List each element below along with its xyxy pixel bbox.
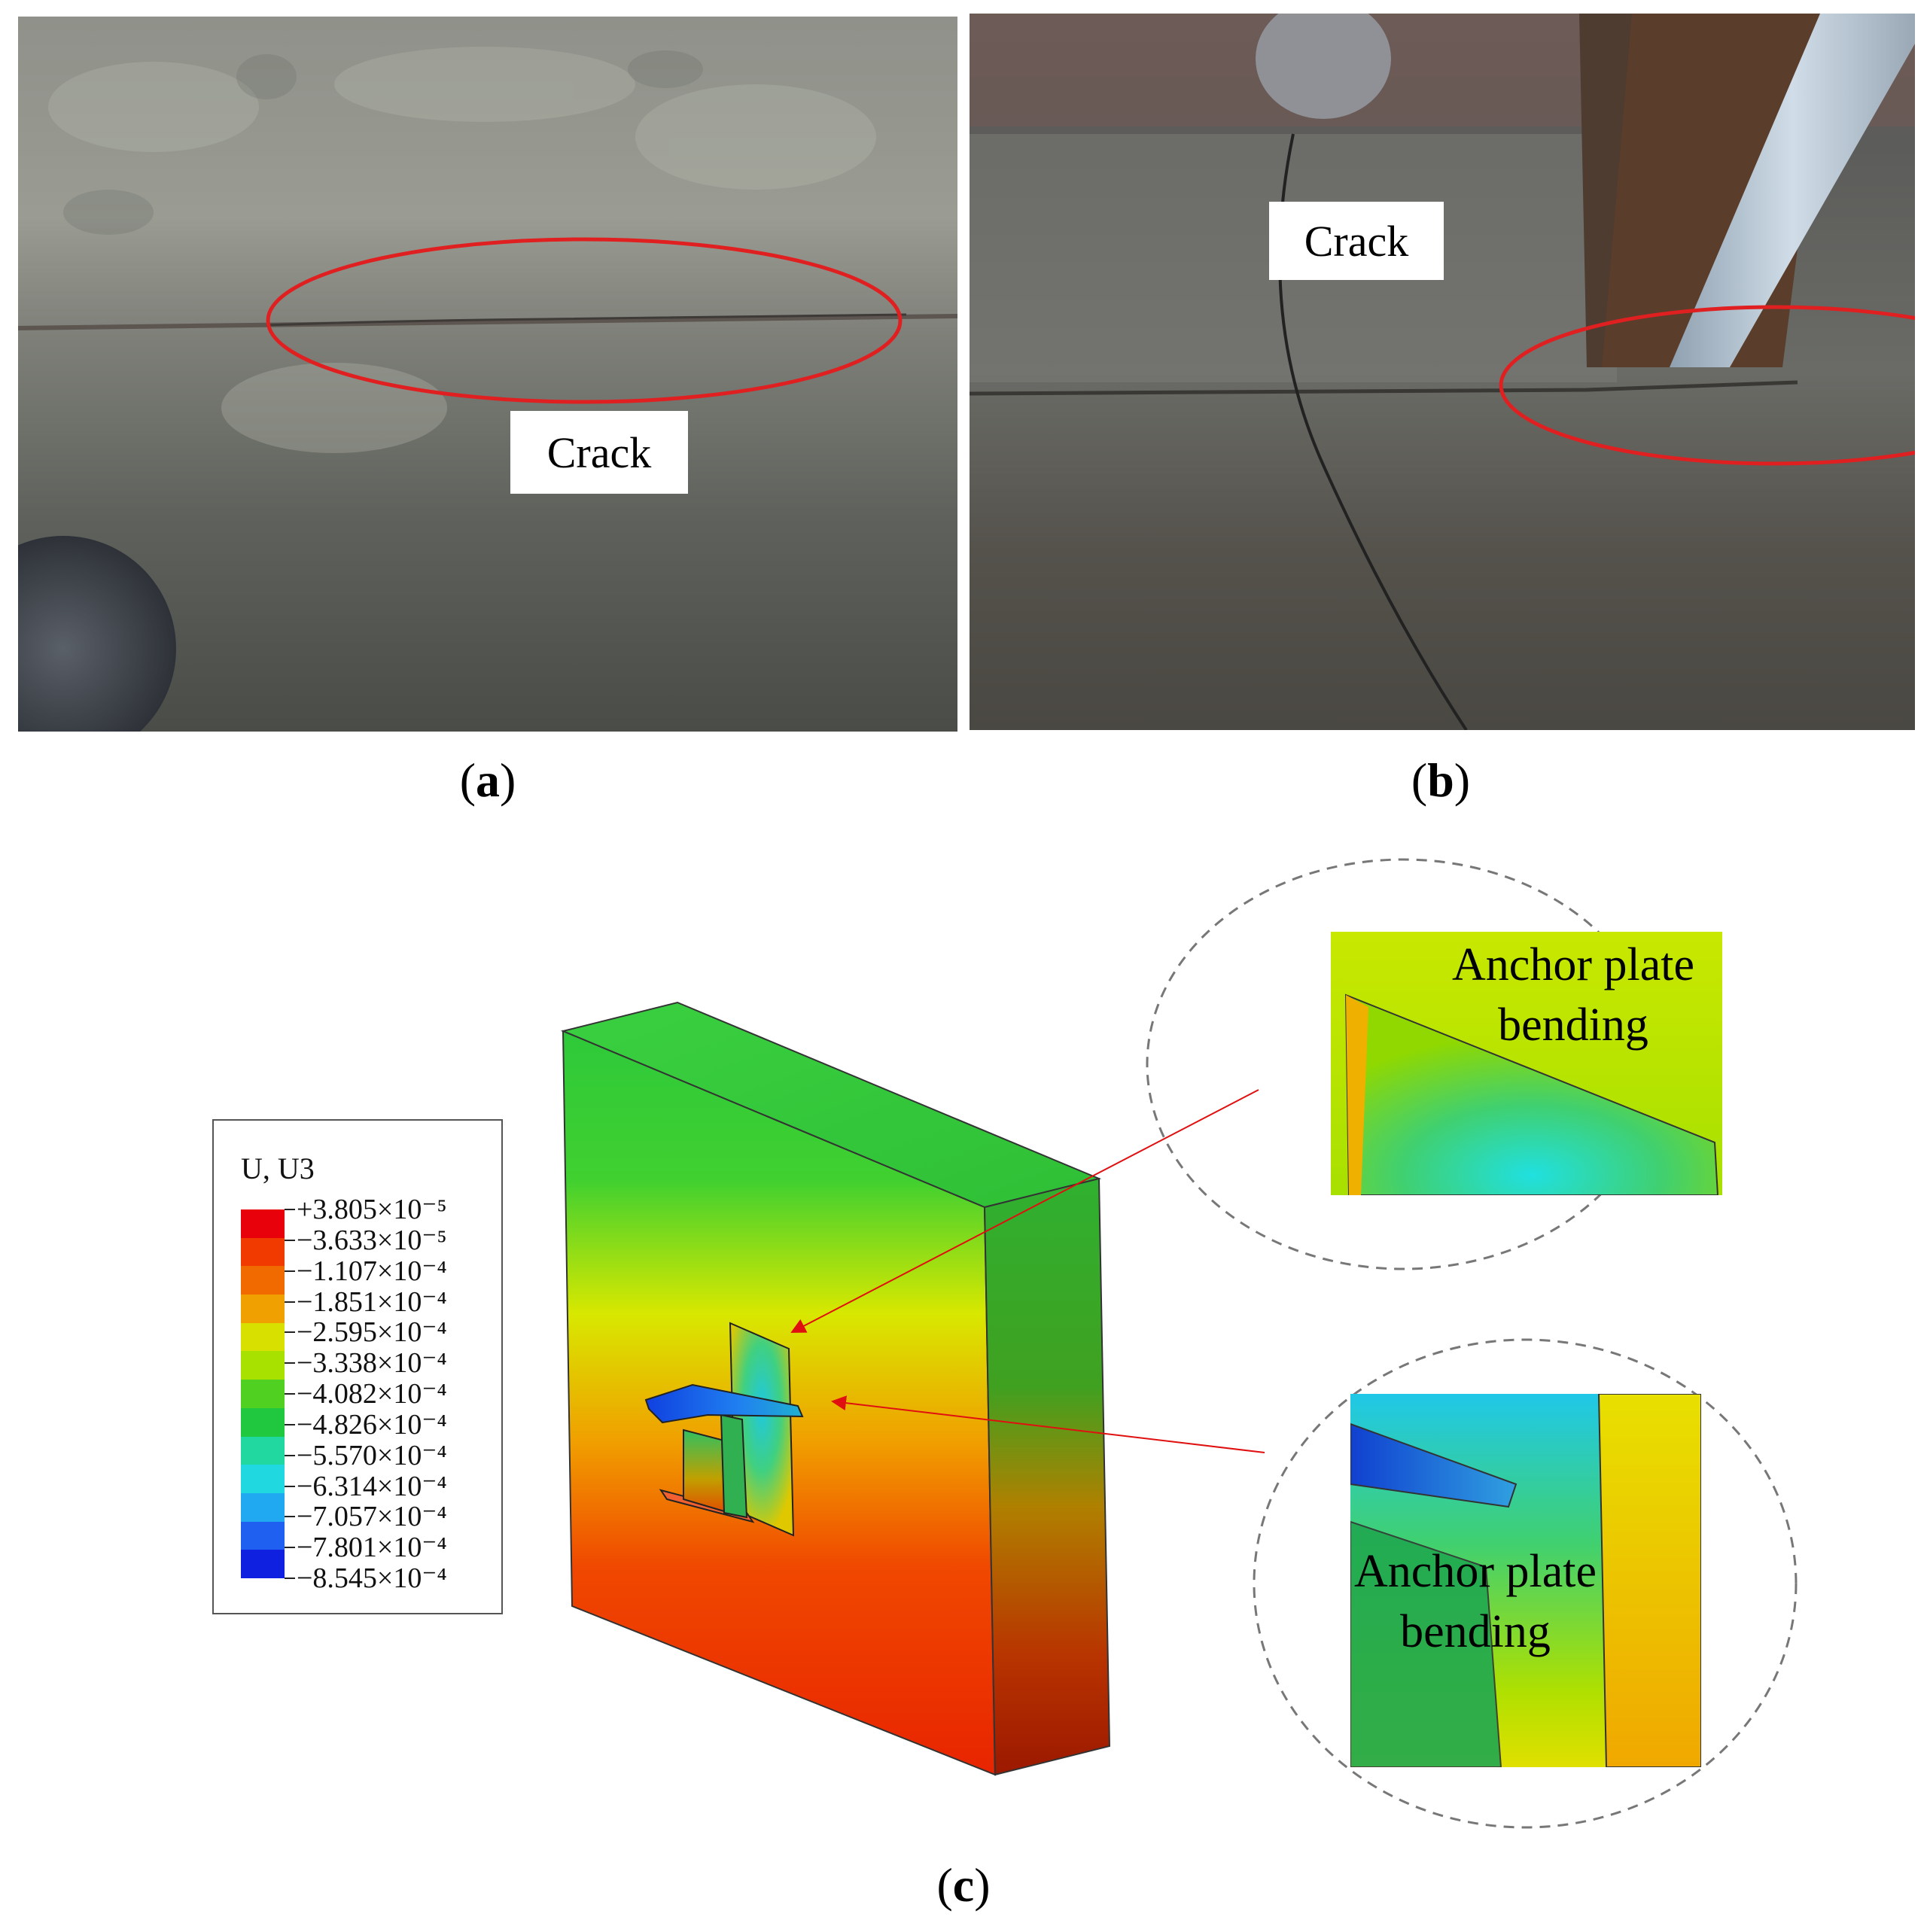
crack-highlight-ellipse-a [266,237,903,404]
legend-color-segment [241,1209,285,1239]
zoom-bottom-label: Anchor plate bending [1332,1541,1618,1662]
legend-value-label: −4.082×10⁻⁴ [297,1378,447,1410]
legend-value-label: +3.805×10⁻⁵ [297,1194,447,1225]
legend-tick [285,1362,295,1365]
legend-color-segment [241,1407,285,1438]
legend-tick [285,1301,295,1303]
legend-color-segment [241,1465,285,1494]
zoom-top-label: Anchor plate bending [1430,935,1716,1055]
legend-value-label: −4.826×10⁻⁴ [297,1408,447,1441]
caption-a: (a) [459,753,516,807]
displacement-legend: U, U3 +3.805×10⁻⁵−3.633×10⁻⁵−1.107×10⁻⁴−… [212,1119,503,1614]
legend-value-label: −1.851×10⁻⁴ [297,1285,447,1318]
photo-panel-b [970,14,1915,730]
legend-color-segment [241,1492,285,1523]
legend-tick [285,1239,295,1241]
crack-label-a: Crack [510,411,688,494]
zoom-bottom-label-line2: bending [1400,1606,1551,1657]
legend-value-label: −7.801×10⁻⁴ [297,1532,447,1564]
zoom-bottom-label-line1: Anchor plate [1354,1546,1597,1597]
photo-panel-a [18,17,957,732]
zoom-bottom-anchor-plate [1350,1394,1701,1767]
legend-color-bar [241,1209,285,1579]
caption-c: (c) [936,1858,991,1912]
legend-tick [285,1578,295,1579]
legend-value-label: −3.633×10⁻⁵ [297,1224,447,1256]
concrete-surface-a [18,17,957,732]
legend-color-segment [241,1550,285,1579]
legend-tick [285,1485,295,1487]
concrete-surface-b [970,14,1915,730]
legend-value-label: −2.595×10⁻⁴ [297,1316,447,1349]
legend-value-label: −1.107×10⁻⁴ [297,1255,447,1287]
legend-value-label: −7.057×10⁻⁴ [297,1501,447,1533]
legend-value-label: −5.570×10⁻⁴ [297,1439,447,1471]
legend-tick [285,1331,295,1334]
zoom-top-anchor-plate [1331,932,1722,1195]
legend-tick [285,1270,295,1272]
legend-value-label: −8.545×10⁻⁴ [297,1562,447,1594]
legend-tick [285,1547,295,1549]
legend-tick [285,1393,295,1395]
legend-color-segment [241,1351,285,1380]
zoom-top-label-line1: Anchor plate [1452,939,1694,990]
legend-tick [285,1423,295,1425]
legend-color-segment [241,1295,285,1324]
legend-color-segment [241,1436,285,1465]
legend-tick [285,1454,295,1456]
legend-color-segment [241,1266,285,1295]
legend-color-segment [241,1237,285,1267]
legend-value-label: −3.338×10⁻⁴ [297,1347,447,1380]
fe-wall-model [560,1001,1111,1776]
zoom-top-label-line2: bending [1498,999,1648,1051]
crack-highlight-ellipse-b [1499,305,1915,466]
legend-color-segment [241,1380,285,1409]
legend-tick [285,1209,295,1210]
caption-b: (b) [1411,753,1471,807]
legend-color-segment [241,1322,285,1352]
legend-value-label: −6.314×10⁻⁴ [297,1470,447,1502]
legend-tick [285,1516,295,1518]
legend-color-segment [241,1521,285,1550]
legend-title: U, U3 [241,1152,315,1185]
crack-label-b: Crack [1269,202,1444,280]
